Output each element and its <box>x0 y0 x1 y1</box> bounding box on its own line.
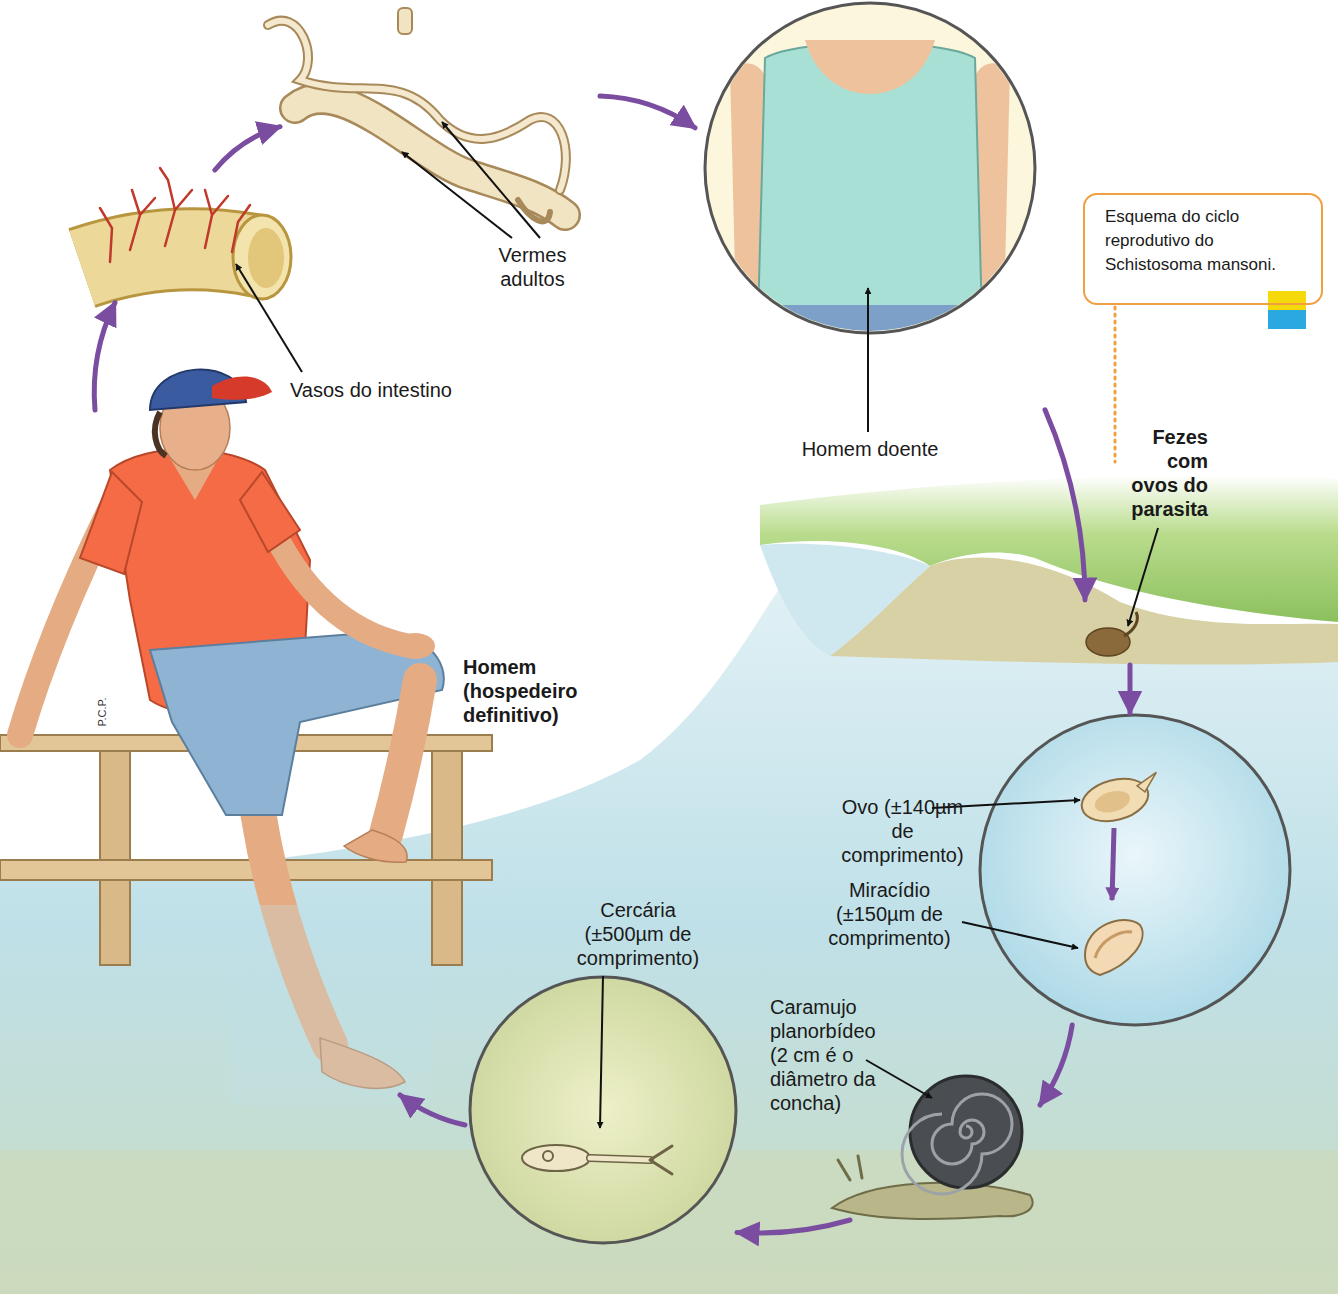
credit-label: P.C.P. <box>96 682 108 742</box>
host-man-drawing <box>240 472 300 552</box>
cercaria-circle-drawing <box>470 977 736 1243</box>
cercaria-circle-drawing <box>470 977 736 1243</box>
caption-box: Esquema do ciclo reprodutivo do Schistos… <box>1083 193 1323 305</box>
stage-label: Esquema do ciclo reprodutivo do Schistos… <box>1105 205 1310 277</box>
cercaria-circle-drawing <box>543 1151 553 1161</box>
worm-stage: Vermes adultos <box>280 5 600 299</box>
cercaria-circle-drawing <box>590 1158 650 1160</box>
cercaria-circle-drawing <box>590 1158 650 1160</box>
intestine-drawing <box>100 208 112 262</box>
sick-man-drawing <box>805 40 935 94</box>
cercaria-circle-drawing <box>522 1145 590 1171</box>
leader-lines <box>402 152 512 238</box>
intestine-drawing <box>160 168 192 246</box>
leader-lines <box>600 976 603 1128</box>
intestine-drawing <box>82 168 291 299</box>
cycle-arrow <box>215 127 280 170</box>
egg-circle-drawing <box>1135 772 1160 793</box>
stage-label: Vasos do intestino <box>290 378 495 402</box>
snail-drawing <box>832 1183 1033 1219</box>
feces-drawing <box>1086 628 1130 656</box>
stage-label: Homem (hospedeiro definitivo) <box>463 655 588 727</box>
host-man-drawing <box>155 412 166 456</box>
caption-decoration <box>1268 291 1306 310</box>
water-ground <box>0 560 1338 1294</box>
cycle-arrow <box>1128 665 1133 713</box>
host-man-drawing <box>395 633 435 659</box>
intestine-drawing <box>205 190 228 248</box>
intestine-drawing <box>130 190 155 250</box>
water-ground <box>0 560 1338 1294</box>
stage-label: Cercária (±500µm de comprimento) <box>558 898 718 970</box>
cycle-arrow <box>600 96 695 128</box>
intestine-drawing <box>100 168 250 262</box>
leader-lines <box>442 122 540 238</box>
river-bank <box>760 544 930 656</box>
host-man-drawing <box>386 680 420 834</box>
cycle-arrow <box>1040 1025 1072 1105</box>
stage-label: Caramujo planorbídeo (2 cm é o diâmetro … <box>770 995 885 1115</box>
stage-label: Miracídio (±150µm de comprimento) <box>812 878 967 950</box>
cercaria-circle: Cercária (±500µm de comprimento) <box>465 898 737 1250</box>
feces-stage: Fezes com ovos do parasita <box>1085 425 1210 665</box>
intestine-drawing <box>232 205 250 252</box>
stage-label: Homem doente <box>770 437 970 461</box>
egg-circle-drawing <box>1085 920 1143 975</box>
egg-circle-drawing <box>980 715 1290 1025</box>
cycle-arrow <box>400 1095 465 1125</box>
sick-man-drawing <box>705 3 1035 333</box>
snail-drawing <box>910 1076 1022 1188</box>
caption-decoration <box>1268 310 1306 329</box>
host-stage: Homem (hospedeiro definitivo) <box>0 410 590 1095</box>
leader-lines <box>236 264 302 372</box>
snail-stage: Caramujo planorbídeo (2 cm é o diâmetro … <box>765 990 1040 1220</box>
adult-worms-drawing <box>398 8 412 34</box>
adult-worms-drawing <box>268 8 566 221</box>
egg-circle-drawing <box>1092 787 1132 816</box>
host-man-drawing <box>80 472 142 574</box>
egg-circle-drawing <box>1112 828 1114 900</box>
water-tint <box>230 905 430 1105</box>
sick-man-circle: Homem doente <box>695 0 1045 470</box>
cycle-arrow <box>737 1220 850 1233</box>
egg-circle-drawing <box>980 715 1290 1025</box>
snail-drawing <box>832 1076 1033 1219</box>
caption-decoration <box>1114 307 1117 462</box>
leader-lines <box>866 1060 932 1098</box>
fence-drawing <box>0 860 492 880</box>
leader-lines <box>1128 528 1158 626</box>
stage-label: Vermes adultos <box>475 243 590 291</box>
cycle-arrow <box>94 303 115 410</box>
sick-man-drawing <box>755 305 985 385</box>
stage-label: Ovo (±140µm de comprimento) <box>835 795 970 867</box>
leader-lines <box>867 288 869 432</box>
host-man-drawing <box>212 377 272 400</box>
leader-lines <box>236 122 1158 1128</box>
egg-circle: Ovo (±140µm de comprimento) Miracídio (±1… <box>810 713 1292 1025</box>
leader-lines <box>962 922 1078 948</box>
snail-drawing <box>902 1094 1012 1194</box>
river-bank <box>760 475 1338 664</box>
cycle-arrow <box>1045 410 1085 600</box>
egg-circle-drawing <box>1077 769 1166 829</box>
stage-label: Fezes com ovos do parasita <box>1120 425 1208 521</box>
fence-drawing <box>100 735 130 965</box>
fence-drawing <box>432 735 462 965</box>
cercaria-circle-drawing <box>650 1146 672 1174</box>
sick-man-drawing <box>705 3 1035 333</box>
sick-man-drawing <box>705 3 1035 385</box>
egg-circle-drawing <box>1095 932 1132 958</box>
intestine-stage: Vasos do intestino <box>115 170 495 410</box>
host-man-drawing <box>344 830 407 862</box>
snail-drawing <box>838 1156 862 1180</box>
caption-decoration <box>1115 291 1306 462</box>
intestine-drawing <box>248 228 284 288</box>
egg-circle-drawing <box>1077 772 1153 828</box>
intestine-drawing <box>233 215 291 299</box>
